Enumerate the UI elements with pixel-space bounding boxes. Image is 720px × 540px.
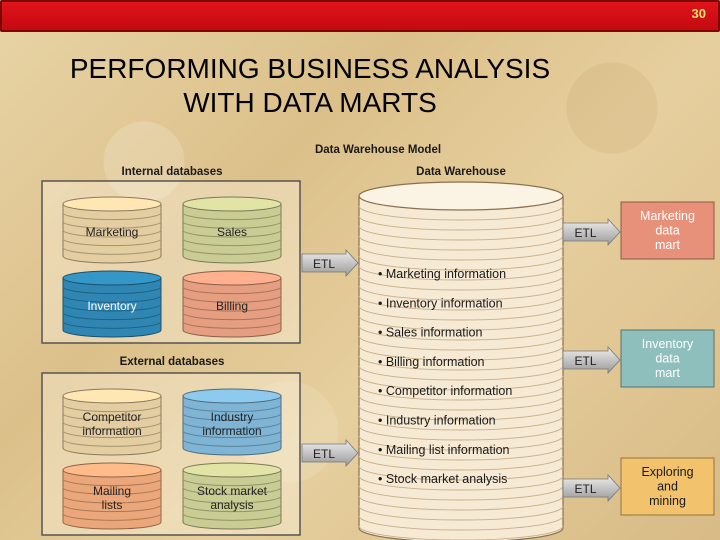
db-stock-market-analysis-label: analysis: [210, 498, 253, 512]
etl-arrow-internal: ETL: [301, 248, 359, 278]
title-bar: 30: [0, 0, 720, 32]
db-sales-label: Sales: [217, 225, 247, 239]
etl-label: ETL: [574, 354, 596, 368]
db-marketing: Marketing: [62, 196, 162, 264]
db-inventory-label: Inventory: [87, 299, 136, 313]
internal-title: Internal databases: [122, 166, 223, 178]
db-industry-information-label: information: [202, 424, 261, 438]
etl-arrow-inventory-mart: ETL: [562, 345, 621, 375]
exploring-and-mining-label: mining: [649, 494, 686, 508]
db-billing-label: Billing: [216, 299, 248, 313]
db-industry-information-label: Industry: [211, 410, 254, 424]
inventory-data-mart-label: Inventory: [642, 337, 694, 351]
etl-arrow-external: ETL: [301, 438, 359, 468]
db-mailing-lists-label: lists: [102, 498, 123, 512]
etl-arrow-marketing-mart: ETL: [562, 217, 621, 247]
warehouse-item: • Stock market analysis: [378, 472, 507, 486]
warehouse-item: • Billing information: [378, 355, 485, 369]
external-title: External databases: [120, 356, 225, 368]
data-warehouse-cylinder: • Marketing information • Inventory infor…: [358, 181, 564, 540]
etl-label: ETL: [574, 482, 596, 496]
warehouse-title: Data Warehouse: [416, 166, 506, 178]
db-sales: Sales: [182, 196, 282, 264]
db-marketing-label: Marketing: [86, 225, 139, 239]
db-billing: Billing: [182, 270, 282, 338]
db-competitor-information-label: Competitor: [83, 410, 142, 424]
slide-number: 30: [691, 6, 706, 21]
warehouse-item: • Industry information: [378, 414, 496, 428]
exploring-and-mining-label: Exploring: [641, 465, 693, 479]
data-marts: MarketingdatamartInventorydatamartExplor…: [620, 201, 715, 516]
exploring-and-mining-label: and: [657, 480, 678, 494]
model-title: Data Warehouse Model: [315, 144, 441, 156]
marketing-data-mart-label: Marketing: [640, 209, 695, 223]
slide-title-line-2: WITH DATA MARTS: [183, 87, 437, 118]
inventory-data-mart-label: mart: [655, 366, 681, 380]
db-mailing-lists-label: Mailing: [93, 484, 131, 498]
db-inventory: Inventory: [62, 270, 162, 338]
etl-label: ETL: [574, 226, 596, 240]
etl-label: ETL: [313, 447, 335, 461]
db-stock-market-analysis-label: Stock market: [197, 484, 268, 498]
slide-title-line-1: PERFORMING BUSINESS ANALYSIS: [69, 53, 551, 84]
db-competitor-information-label: information: [82, 424, 141, 438]
etl-label: ETL: [313, 257, 335, 271]
external-db-group: CompetitorinformationIndustryinformation…: [62, 388, 282, 530]
warehouse-item: • Marketing information: [378, 267, 506, 281]
etl-arrow-exploring: ETL: [562, 473, 621, 503]
warehouse-item: • Inventory information: [378, 296, 503, 310]
warehouse-item: • Competitor information: [378, 384, 512, 398]
inventory-data-mart-label: data: [655, 352, 679, 366]
marketing-data-mart-label: mart: [655, 238, 681, 252]
marketing-data-mart-label: data: [655, 224, 679, 238]
warehouse-item: • Mailing list information: [378, 443, 510, 457]
warehouse-item: • Sales information: [378, 326, 482, 340]
etl-arrows: ETL ETL ETL ETL ETL: [301, 217, 621, 503]
slide-title: PERFORMING BUSINESS ANALYSIS WITH DATA M…: [0, 52, 620, 120]
